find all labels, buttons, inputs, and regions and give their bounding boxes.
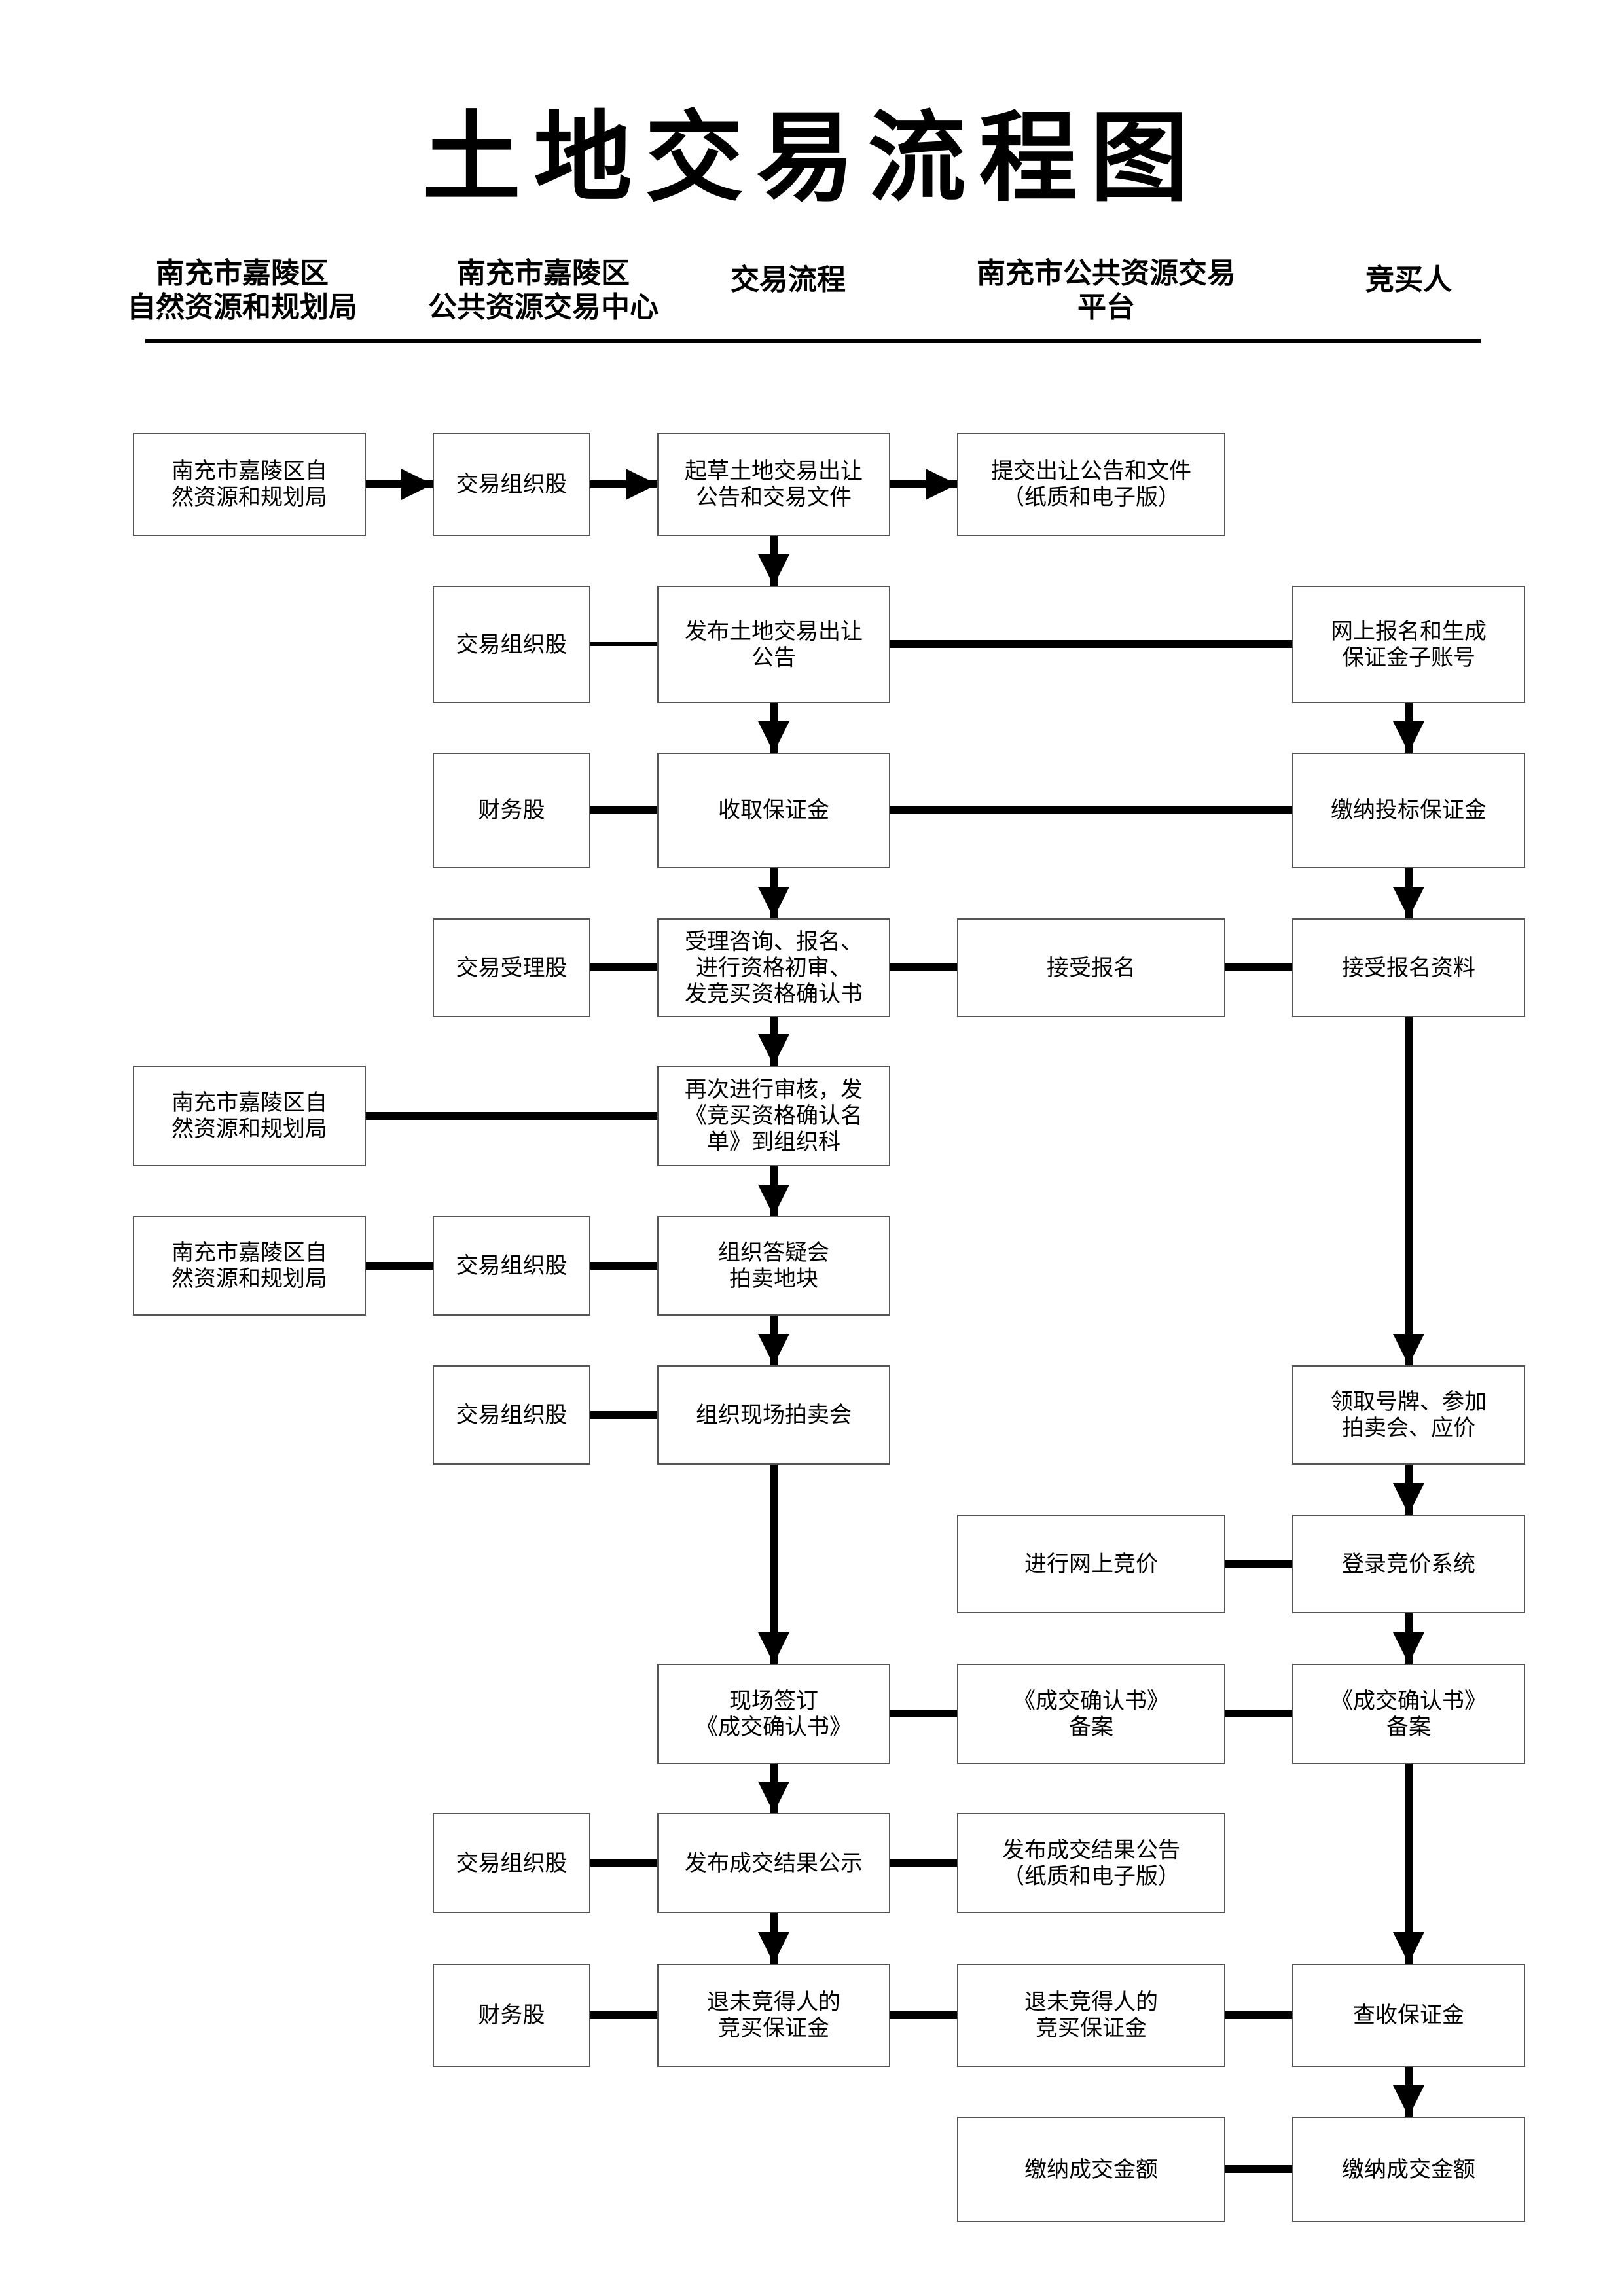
node-r11-platform-refund-deposit: 退未竞得人的 竞买保证金 xyxy=(957,1964,1225,2067)
node-r3-finance-section: 财务股 xyxy=(433,753,590,868)
node-r11-refund-deposit: 退未竞得人的 竞买保证金 xyxy=(657,1964,890,2067)
node-r3-pay-bid-deposit: 缴纳投标保证金 xyxy=(1292,753,1525,868)
node-r1-trading-org-section: 交易组织股 xyxy=(433,433,590,536)
node-r7-trading-org-section: 交易组织股 xyxy=(433,1365,590,1465)
column-header-bidder: 竞买人 xyxy=(1365,263,1452,296)
page-title: 土地交易流程图 xyxy=(422,101,1202,215)
node-r1-submit-announcement: 提交出让公告和文件 （纸质和电子版） xyxy=(957,433,1225,536)
node-r7-get-paddle-bid: 领取号牌、参加 拍卖会、应价 xyxy=(1292,1365,1525,1465)
header-divider xyxy=(145,339,1481,343)
node-r11-finance-section: 财务股 xyxy=(433,1964,590,2067)
node-r7-onsite-auction: 组织现场拍卖会 xyxy=(657,1365,890,1465)
node-r10-trading-org-section: 交易组织股 xyxy=(433,1813,590,1913)
node-r9-platform-filing: 《成交确认书》 备案 xyxy=(957,1664,1225,1764)
node-r8-login-bidding-system: 登录竞价系统 xyxy=(1292,1515,1525,1613)
node-r4-acceptance-section: 交易受理股 xyxy=(433,918,590,1017)
node-r2-trading-org-section: 交易组织股 xyxy=(433,586,590,703)
column-header-process: 交易流程 xyxy=(731,263,846,296)
node-r5-natural-resources-bureau: 南充市嘉陵区自 然资源和规划局 xyxy=(133,1066,366,1166)
node-r4-handle-registration: 受理咨询、报名、 进行资格初审、 发竞买资格确认书 xyxy=(657,918,890,1017)
node-r9-sign-confirmation: 现场签订 《成交确认书》 xyxy=(657,1664,890,1764)
node-r8-online-bidding: 进行网上竞价 xyxy=(957,1515,1225,1613)
node-r2-publish-announcement: 发布土地交易出让 公告 xyxy=(657,586,890,703)
node-r6-qa-meeting: 组织答疑会 拍卖地块 xyxy=(657,1216,890,1316)
node-r12-bidder-pay-amount: 缴纳成交金额 xyxy=(1292,2117,1525,2222)
node-r6-trading-org-section: 交易组织股 xyxy=(433,1216,590,1316)
node-r6-natural-resources-bureau: 南充市嘉陵区自 然资源和规划局 xyxy=(133,1216,366,1316)
node-r4-accept-registration: 接受报名 xyxy=(957,918,1225,1017)
node-r2-online-registration: 网上报名和生成 保证金子账号 xyxy=(1292,586,1525,703)
node-r3-collect-deposit: 收取保证金 xyxy=(657,753,890,868)
node-r9-bidder-filing: 《成交确认书》 备案 xyxy=(1292,1664,1525,1764)
node-r4-accept-registration-docs: 接受报名资料 xyxy=(1292,918,1525,1017)
node-r12-platform-pay-amount: 缴纳成交金额 xyxy=(957,2117,1225,2222)
node-r10-publish-result: 发布成交结果公示 xyxy=(657,1813,890,1913)
node-r1-natural-resources-bureau: 南充市嘉陵区自 然资源和规划局 xyxy=(133,433,366,536)
column-header-trading-platform: 南充市公共资源交易 平台 xyxy=(977,257,1236,324)
node-r5-re-review: 再次进行审核，发 《竞买资格确认名 单》到组织科 xyxy=(657,1066,890,1166)
node-r11-check-deposit: 查收保证金 xyxy=(1292,1964,1525,2067)
node-r10-publish-result-announcement: 发布成交结果公告 （纸质和电子版） xyxy=(957,1813,1225,1913)
column-header-trading-center: 南充市嘉陵区 公共资源交易中心 xyxy=(428,257,659,324)
column-header-natural-resources-bureau: 南充市嘉陵区 自然资源和规划局 xyxy=(127,257,357,324)
node-r1-draft-announcement: 起草土地交易出让 公告和交易文件 xyxy=(657,433,890,536)
